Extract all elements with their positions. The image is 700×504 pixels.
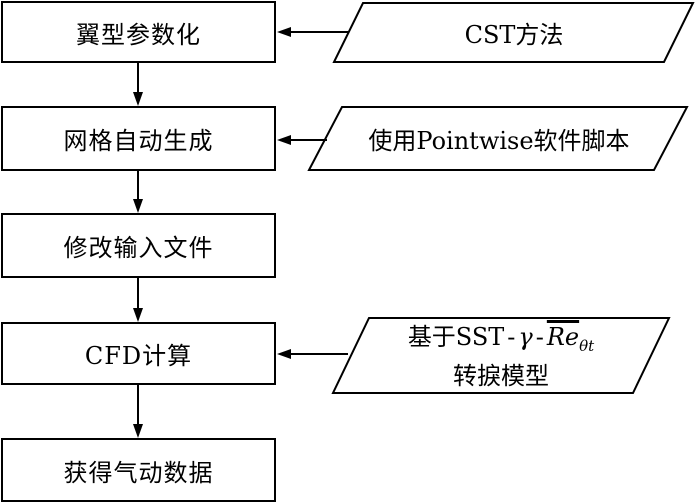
- flow-box-mesh-auto-generation: 网格自动生成: [1, 106, 276, 171]
- flow-box-modify-input-file: 修改输入文件: [1, 213, 276, 278]
- parallelogram-pointwise-script: [307, 106, 689, 171]
- parallelogram-cst-method: [332, 2, 695, 63]
- flow-box-label: 网格自动生成: [63, 127, 214, 155]
- arrow-cst-to-box1: [277, 27, 348, 37]
- arrow-box3-to-box4: [133, 278, 143, 322]
- flow-box-airfoil-parameterization: 翼型参数化: [1, 1, 276, 63]
- flow-box-label: 翼型参数化: [76, 20, 201, 49]
- arrow-box4-to-box5: [133, 385, 143, 438]
- parallelogram-transition-model: [331, 317, 671, 394]
- flow-box-obtain-aero-data: 获得气动数据: [1, 438, 276, 502]
- arrow-box1-to-box2: [133, 63, 143, 106]
- arrow-transition-to-box4: [277, 349, 348, 359]
- arrow-pointwise-to-box2: [277, 135, 327, 145]
- flow-box-label: 获得气动数据: [63, 458, 214, 487]
- flow-box-label: CFD计算: [84, 342, 193, 370]
- flow-box-cfd-computation: CFD计算: [1, 322, 276, 385]
- flow-box-label: 修改输入文件: [63, 234, 214, 262]
- arrow-box2-to-box3: [133, 171, 143, 213]
